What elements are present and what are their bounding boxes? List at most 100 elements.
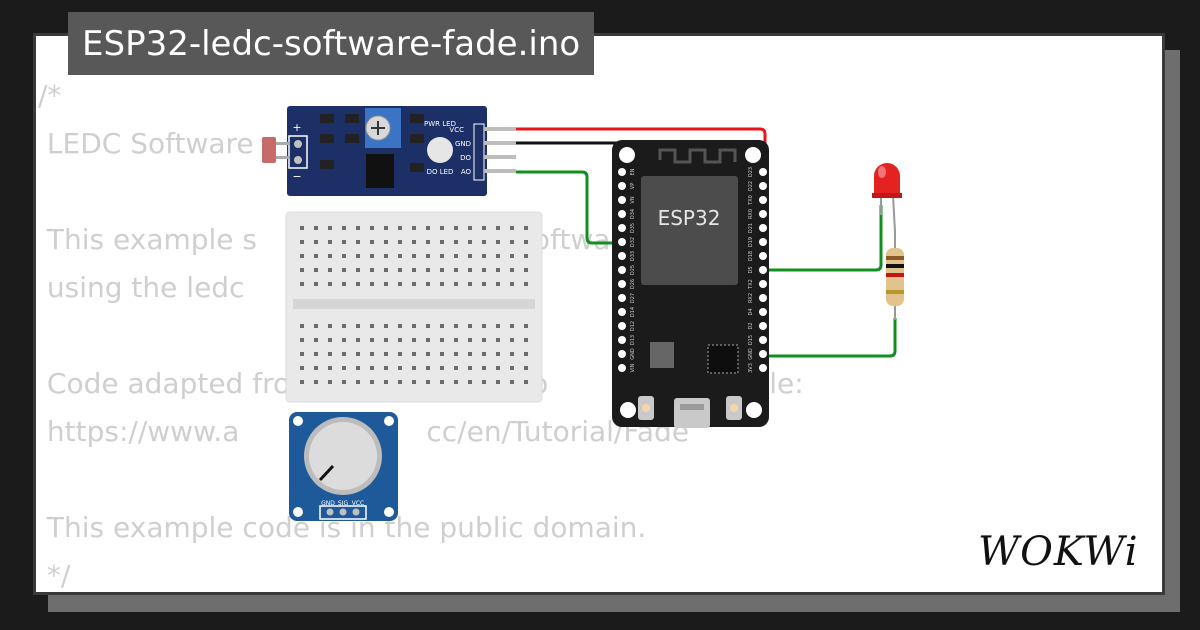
breadboard-hole xyxy=(440,366,444,370)
breadboard-hole xyxy=(384,380,388,384)
esp32-pin xyxy=(618,322,626,330)
antenna xyxy=(658,148,737,164)
pwr-led-label: PWR LED xyxy=(424,120,456,128)
mount-hole xyxy=(619,147,635,163)
breadboard-hole xyxy=(510,352,514,356)
esp32-pin xyxy=(618,196,626,204)
breadboard-hole xyxy=(440,338,444,342)
breadboard-hole xyxy=(524,366,528,370)
breadboard-hole xyxy=(524,240,528,244)
pot-pin-sig-label: SIG xyxy=(338,500,349,507)
breadboard-hole xyxy=(328,352,332,356)
breadboard-hole xyxy=(398,240,402,244)
breadboard-hole xyxy=(314,366,318,370)
esp32-pin-label: D26 xyxy=(630,279,636,289)
breadboard-hole xyxy=(356,268,360,272)
code-line: using the ledc xyxy=(38,271,245,304)
minus-label: − xyxy=(292,170,301,183)
esp32-pin xyxy=(618,224,626,232)
breadboard-hole xyxy=(300,268,304,272)
breadboard-hole xyxy=(482,268,486,272)
pin-vcc-label: VCC xyxy=(449,126,464,134)
breadboard-hole xyxy=(384,240,388,244)
breadboard-hole xyxy=(426,240,430,244)
code-line: https://www.a cc/en/Tutorial/Fade xyxy=(46,415,690,448)
esp32-pin-label: D2 xyxy=(748,322,754,329)
breadboard-hole xyxy=(496,366,500,370)
esp32-pin xyxy=(618,210,626,218)
breadboard-hole xyxy=(370,366,374,370)
breadboard-hole xyxy=(342,380,346,384)
esp32-pin xyxy=(759,266,767,274)
breadboard-hole xyxy=(496,282,500,286)
breadboard-hole xyxy=(356,282,360,286)
breadboard-hole xyxy=(468,240,472,244)
breadboard-hole xyxy=(412,324,416,328)
breadboard-hole xyxy=(370,282,374,286)
breadboard-hole xyxy=(370,226,374,230)
breadboard-hole xyxy=(342,282,346,286)
breadboard-hole xyxy=(328,380,332,384)
preview-card xyxy=(33,33,1165,595)
breadboard-hole xyxy=(398,338,402,342)
breadboard-hole xyxy=(524,324,528,328)
esp32-pin xyxy=(759,350,767,358)
breadboard-hole xyxy=(454,380,458,384)
esp32-pin xyxy=(618,350,626,358)
esp32-pin-label: TX0 xyxy=(748,195,754,206)
breadboard-hole xyxy=(300,226,304,230)
code-line: LEDC Software xyxy=(38,127,254,160)
breadboard-hole xyxy=(482,352,486,356)
breadboard-hole xyxy=(510,380,514,384)
esp32-pin-label: 3V3 xyxy=(748,363,754,373)
breadboard-hole xyxy=(398,268,402,272)
breadboard-hole xyxy=(398,254,402,258)
breadboard-hole xyxy=(496,240,500,244)
breadboard-hole xyxy=(384,324,388,328)
esp32-pin-label: VN xyxy=(630,196,636,203)
breadboard-hole xyxy=(412,268,416,272)
breadboard-hole xyxy=(496,268,500,272)
breadboard-hole xyxy=(468,352,472,356)
breadboard-hole xyxy=(496,352,500,356)
esp32-pin-label: TX2 xyxy=(748,279,754,290)
breadboard-hole xyxy=(524,352,528,356)
breadboard-hole xyxy=(454,268,458,272)
esp32-pin xyxy=(618,294,626,302)
breadboard-hole xyxy=(370,240,374,244)
breadboard-hole xyxy=(314,254,318,258)
breadboard-hole xyxy=(426,338,430,342)
esp32-pin xyxy=(759,168,767,176)
esp32-pin xyxy=(618,266,626,274)
code-line: */ xyxy=(38,559,71,592)
esp32-pin-label: D34 xyxy=(630,209,636,219)
esp32-module xyxy=(641,176,738,285)
breadboard-hole xyxy=(454,352,458,356)
breadboard-hole xyxy=(384,226,388,230)
esp32-pin xyxy=(618,168,626,176)
mount-hole xyxy=(620,402,636,418)
light-sensor-module: PWR LED DO LED + − VCC GND DO AO xyxy=(262,106,516,196)
breadboard-hole xyxy=(356,380,360,384)
breadboard-hole xyxy=(426,352,430,356)
esp32-pin xyxy=(618,182,626,190)
esp32-pin-label: D4 xyxy=(748,308,754,315)
breadboard-hole xyxy=(426,268,430,272)
logo-text: WOKWi xyxy=(978,529,1139,573)
breadboard-hole xyxy=(300,352,304,356)
breadboard-hole xyxy=(370,324,374,328)
esp32-pin-label: D33 xyxy=(630,251,636,261)
breadboard-hole xyxy=(328,366,332,370)
breadboard-hole xyxy=(454,226,458,230)
pin-do-label: DO xyxy=(460,154,471,162)
breadboard-hole xyxy=(496,338,500,342)
breadboard-hole xyxy=(482,338,486,342)
esp32-pin-label: D19 xyxy=(748,237,754,247)
knob[interactable] xyxy=(309,422,377,490)
code-line: /* xyxy=(38,79,62,112)
breadboard-hole xyxy=(482,226,486,230)
esp32-pin xyxy=(759,336,767,344)
breadboard-hole xyxy=(454,254,458,258)
esp32-pin xyxy=(759,182,767,190)
